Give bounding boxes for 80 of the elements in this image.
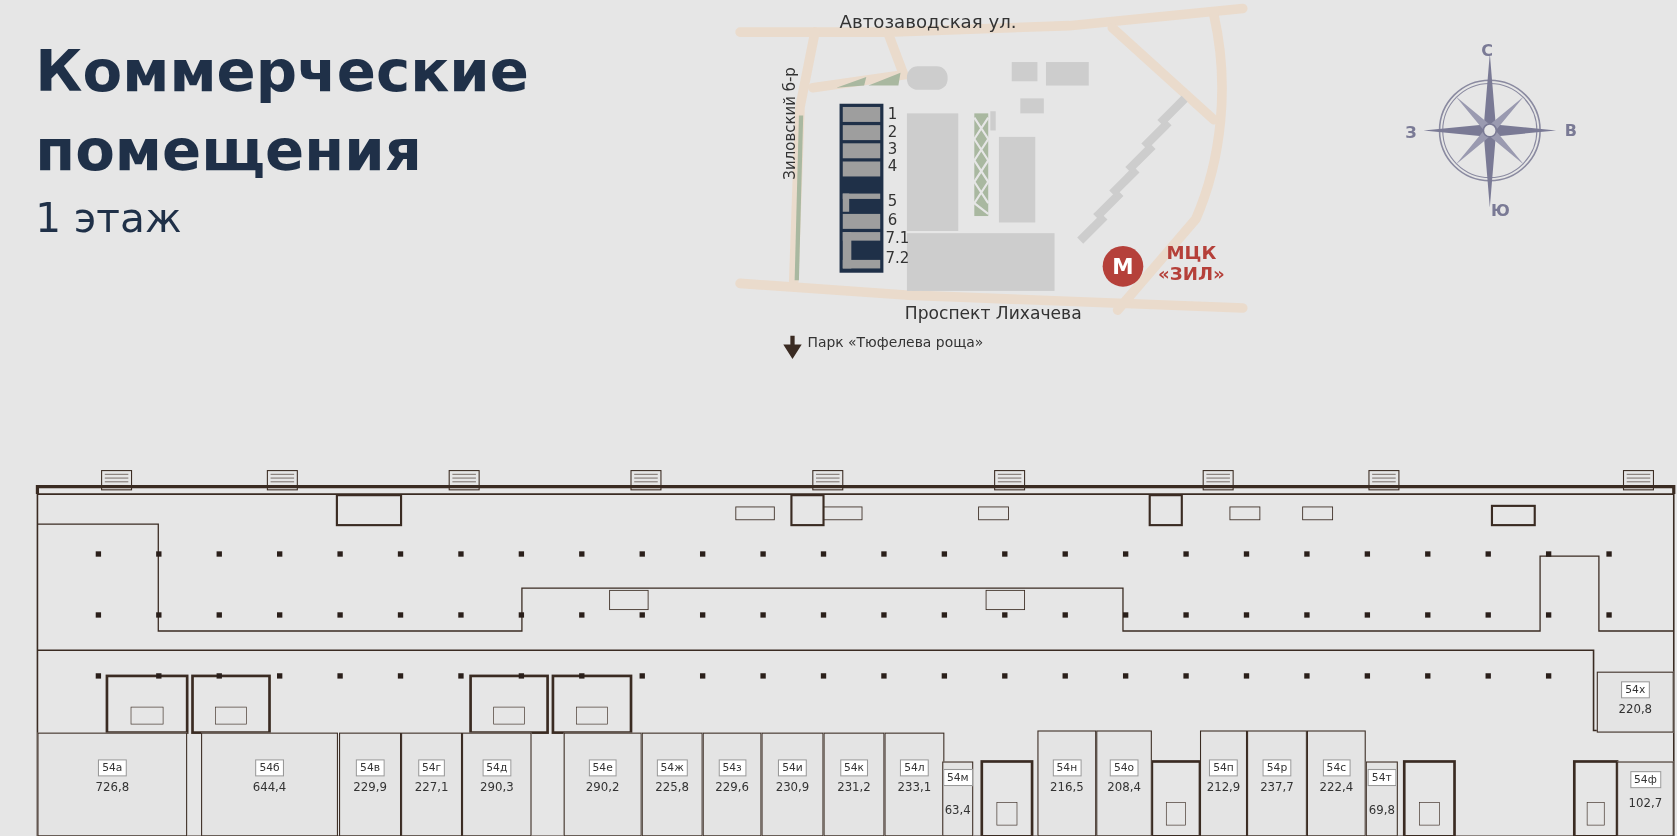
room-outline: [401, 732, 462, 836]
area-value: 644,4: [251, 780, 288, 795]
area-value: 229,9: [352, 780, 388, 795]
area-value: 229,6: [714, 780, 750, 795]
area-value: 225,8: [654, 780, 691, 795]
building-number: 7.2: [885, 249, 910, 267]
compass-letter: Ю: [1490, 201, 1510, 221]
area-value: 231,2: [836, 780, 872, 795]
unit-number: 54ж: [656, 759, 689, 777]
area-value: 216,5: [1049, 780, 1085, 795]
building-number: 2: [887, 123, 898, 141]
compass-letter: В: [1564, 120, 1577, 141]
unit-number: 54в: [355, 759, 385, 777]
unit-number: 54з: [718, 759, 746, 777]
street-name: Проспект Лихачева: [904, 302, 1082, 323]
area-value: 233,1: [896, 780, 933, 795]
area-value: 63,4: [943, 803, 972, 818]
unit-number: 54р: [1262, 759, 1292, 777]
room-outline: [1617, 761, 1674, 836]
unit-number: 54о: [1109, 759, 1139, 777]
room-outline: [339, 732, 402, 836]
area-value: 237,7: [1259, 780, 1295, 795]
park-name: Парк «Тюфелева роща»: [807, 333, 984, 350]
unit-number: 54д: [482, 759, 512, 777]
room-outline: [201, 732, 338, 836]
room-outline: [1096, 730, 1152, 836]
building-number: 7.1: [885, 228, 910, 246]
unit-number: 54п: [1208, 759, 1239, 777]
unit-number: 54ф: [1629, 771, 1662, 789]
area-value: 227,1: [413, 780, 450, 795]
area-value: 230,9: [774, 780, 811, 795]
unit-number: 54с: [1322, 759, 1351, 777]
area-value: 290,2: [584, 780, 621, 795]
unit-number: 54н: [1052, 759, 1082, 777]
unit-number: 54и: [777, 759, 808, 777]
area-value: 290,3: [478, 780, 515, 795]
subtitle: 1 этаж: [35, 194, 182, 242]
room-outline: [462, 732, 532, 836]
unit-number: 54б: [255, 759, 284, 777]
unit-number: 54е: [588, 759, 618, 777]
room-outline: [702, 732, 762, 836]
street-name: Зиловский б-р: [780, 67, 798, 180]
building-number: 6: [887, 210, 898, 228]
area-value: 69,8: [1367, 803, 1396, 818]
room-outline: [761, 732, 824, 836]
title: Коммерческие помещения: [35, 36, 530, 186]
unit-number: 54х: [1621, 681, 1650, 699]
room-outline: [1365, 761, 1398, 836]
room-outline: [563, 732, 642, 836]
room-outline: [1037, 730, 1097, 836]
room-outline: [1200, 730, 1248, 836]
area-value: 222,4: [1318, 780, 1355, 795]
room-outline: [1596, 671, 1674, 733]
building-number: 1: [887, 104, 898, 122]
metro-marker: М: [1102, 246, 1144, 287]
building-number: 3: [887, 140, 898, 158]
area-value: 220,8: [1617, 702, 1654, 717]
unit-number: 54т: [1367, 768, 1396, 787]
room-outline: [1306, 730, 1366, 836]
street-name: Автозаводская ул.: [839, 10, 1017, 33]
unit-number: 54м: [942, 768, 973, 787]
room-outline: [641, 732, 703, 836]
room-outline: [884, 732, 945, 836]
unit-number: 54г: [417, 759, 446, 777]
station-name: МЦК «ЗИЛ»: [1157, 241, 1226, 285]
area-value: 726,8: [94, 780, 131, 795]
room-outline: [37, 732, 188, 836]
room-outline: [1247, 730, 1307, 836]
area-value: 212,9: [1205, 780, 1242, 795]
area-value: 102,7: [1627, 796, 1664, 811]
unit-number: 54л: [899, 759, 929, 777]
room-outline: [942, 761, 974, 836]
compass-letter: З: [1405, 123, 1417, 143]
compass-letter: С: [1481, 40, 1494, 60]
building-number: 4: [887, 157, 898, 175]
area-value: 208,4: [1106, 780, 1142, 795]
room-outline: [823, 732, 885, 836]
building-number: 5: [887, 192, 898, 210]
unit-number: 54к: [839, 759, 869, 777]
unit-number: 54а: [97, 759, 127, 777]
